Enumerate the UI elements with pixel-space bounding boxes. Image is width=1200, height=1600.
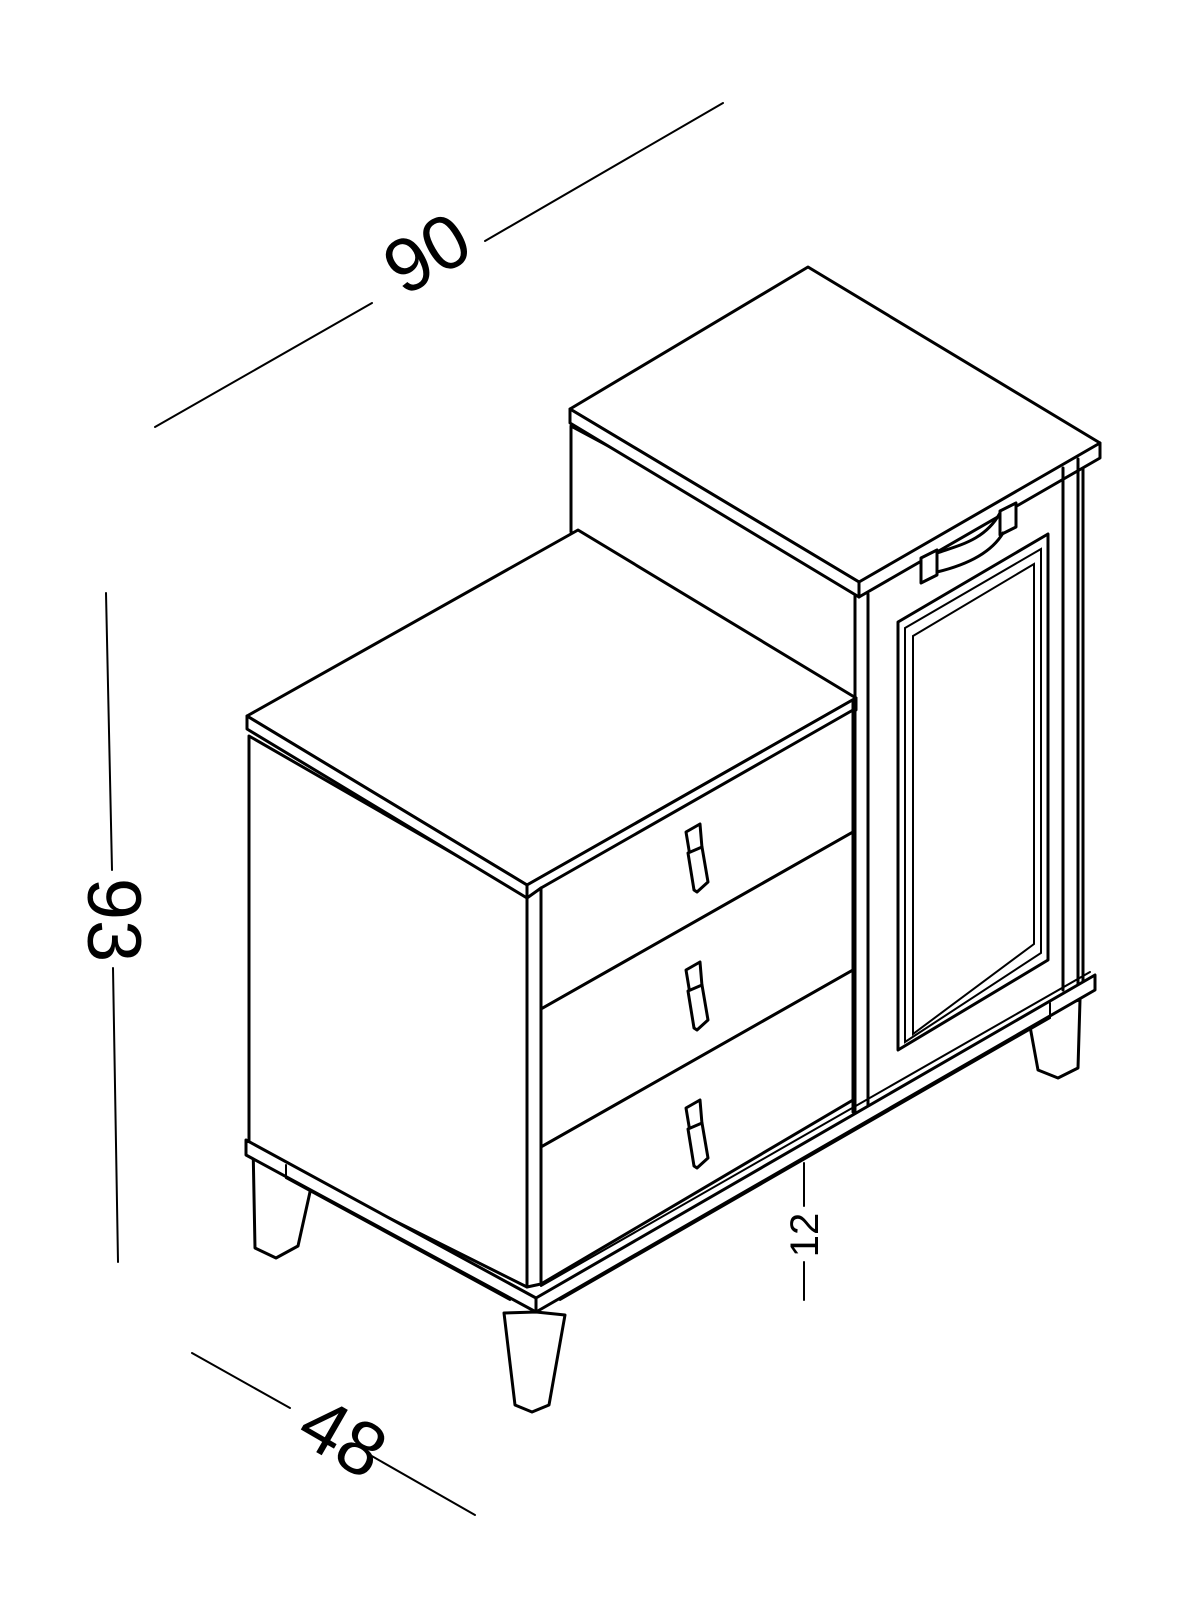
- tall-cabinet: [568, 265, 1102, 1119]
- depth-label: 48: [285, 1380, 401, 1496]
- base-plinth: [244, 971, 1097, 1314]
- leather-tab-handle-icon-middle: [684, 960, 710, 1032]
- door-panel: [896, 532, 1050, 1052]
- leather-tab-handle-icon-top: [684, 822, 710, 894]
- height-dimension: 93: [71, 592, 156, 1263]
- leg-height-dimension: 12: [783, 1162, 827, 1301]
- leather-tab-handle-icon-bottom: [684, 1098, 710, 1170]
- leg-height-label: 12: [783, 1213, 827, 1258]
- curved-strap-handle-icon: [919, 501, 1018, 585]
- width-label: 90: [369, 196, 485, 312]
- height-label: 93: [71, 878, 156, 963]
- drawer-cabinet: [245, 528, 858, 1289]
- leg-front: [502, 1310, 567, 1414]
- depth-dimension: 48: [191, 1352, 476, 1516]
